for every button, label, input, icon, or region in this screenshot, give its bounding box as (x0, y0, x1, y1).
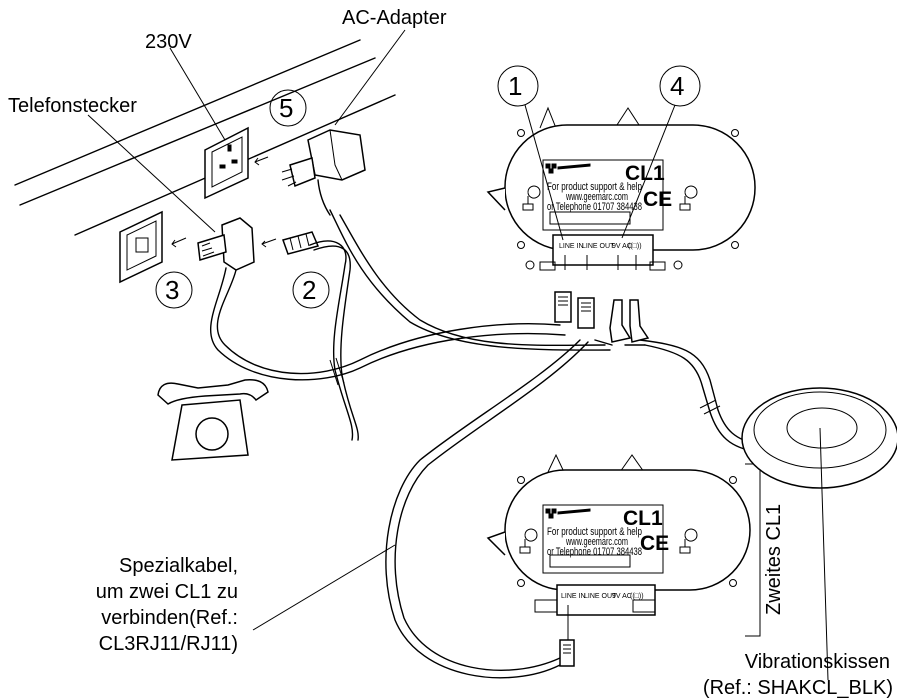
cl1-top-support-line: www.geemarc.com (565, 191, 628, 203)
port-label: LINE IN (559, 243, 584, 250)
cl1-bottom-support-line: or Telephone 01707 384438 (547, 546, 642, 558)
cl1-bottom-support-line: For product support & help (547, 526, 642, 538)
cl1-top-logo-icon (545, 163, 591, 174)
phone-plug-adapter (197, 217, 320, 271)
label-ac-adapter: AC-Adapter (342, 7, 447, 29)
callout-circle-3 (155, 271, 193, 309)
cl1-bottom-model: CL1 (623, 507, 663, 530)
cl1-bottom-logo-icon (545, 508, 591, 519)
callout-3: 3 (165, 275, 179, 305)
cl1-top-support-line: or Telephone 01707 384438 (547, 201, 642, 213)
label-special-cable-line: Spezialkabel, (119, 555, 238, 577)
phone-wall-jack (119, 210, 163, 284)
cl1-top-support-line: For product support & help (547, 181, 642, 193)
port-label: LINE IN (561, 593, 586, 600)
label-vibration-pad-ref: (Ref.: SHAKCL_BLK) (703, 677, 893, 699)
cl1-device-bottom (486, 453, 751, 616)
leader-lines (87, 29, 829, 681)
telephone-icon (157, 379, 269, 461)
label-second-cl1: Zweites CL1 (763, 504, 785, 615)
cl1-device-top (486, 106, 756, 271)
cl1-bottom-ce-mark: CE (640, 532, 669, 555)
label-special-cable-line: CL3RJ11/RJ11) (99, 633, 238, 655)
vibration-pad (741, 387, 897, 489)
cables (209, 209, 761, 679)
arrow-icon (254, 156, 269, 166)
port-label: 9V AC (612, 593, 632, 600)
port-label: ((□)) (628, 243, 642, 250)
port-label: LINE OUT (584, 593, 617, 600)
callout-2: 2 (302, 275, 316, 305)
label-special-cable-line: verbinden(Ref.: (101, 607, 238, 629)
callout-4: 4 (670, 71, 684, 101)
callout-1: 1 (508, 71, 522, 101)
label-vibration-pad: Vibrationskissen (745, 651, 890, 673)
callout-circle-5 (269, 89, 307, 127)
callout-circle-1 (497, 65, 539, 107)
port-label: LINE OUT (582, 243, 615, 250)
callout-5: 5 (279, 93, 293, 123)
power-socket (204, 126, 249, 200)
label-telefonstecker: Telefonstecker (8, 95, 137, 117)
cl1-bottom-support-line: www.geemarc.com (565, 536, 628, 548)
callout-circle-4 (659, 65, 701, 107)
cl1-top-ce-mark: CE (643, 188, 672, 211)
callout-circle-2 (292, 271, 330, 309)
port-label: ((□)) (630, 593, 644, 600)
connector-plugs (554, 291, 650, 346)
rj11-plug-contacts (563, 644, 571, 654)
port-arrows (564, 255, 637, 270)
ac-adapter (281, 129, 366, 216)
cl1-top-model: CL1 (625, 162, 665, 185)
label-230v: 230V (145, 31, 192, 53)
label-special-cable-line: um zwei CL1 zu (96, 581, 238, 603)
arrow-icon (171, 237, 187, 248)
port-label: 9V AC (612, 243, 632, 250)
